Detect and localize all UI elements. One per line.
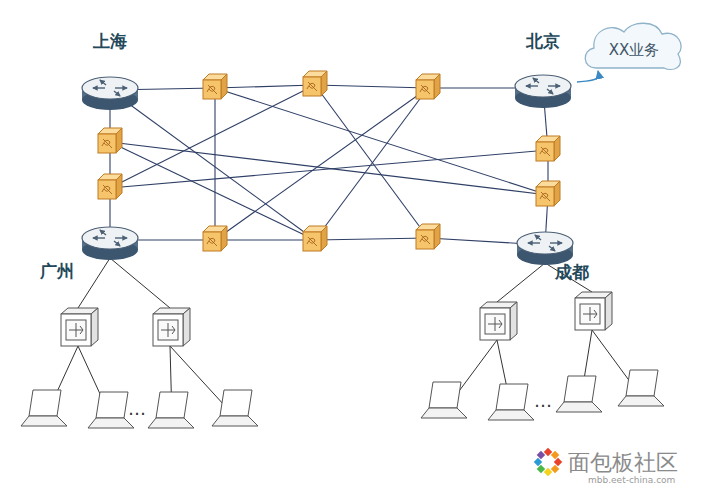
optical-cube bbox=[536, 136, 560, 161]
switch-icon bbox=[61, 308, 98, 346]
link-line bbox=[110, 90, 315, 240]
optical-cube bbox=[203, 226, 227, 251]
laptop-icon bbox=[148, 392, 194, 428]
ellipsis: … bbox=[534, 390, 552, 411]
city-label: 北京 bbox=[526, 30, 560, 53]
router-node: 北京 bbox=[509, 30, 577, 108]
optical-cube bbox=[98, 128, 122, 153]
link-line bbox=[215, 85, 315, 88]
optical-cube bbox=[536, 181, 560, 206]
switch-icon bbox=[575, 292, 612, 330]
logo-dot bbox=[551, 451, 559, 459]
laptop-icon bbox=[88, 392, 134, 428]
service-label: XX业务 bbox=[609, 41, 660, 60]
watermark: 面包板社区 bbox=[568, 448, 678, 478]
link-lines bbox=[110, 85, 548, 245]
laptop-icon bbox=[421, 382, 467, 418]
link-line bbox=[215, 239, 315, 240]
link-line bbox=[315, 88, 428, 240]
optical-cube bbox=[416, 224, 440, 249]
link-line bbox=[110, 150, 548, 188]
laptop-icon bbox=[21, 390, 67, 426]
link-line bbox=[215, 88, 428, 240]
lan-devices bbox=[21, 258, 664, 428]
link-line bbox=[110, 142, 548, 195]
laptop-icon bbox=[556, 376, 602, 412]
switch-icon bbox=[153, 308, 190, 346]
cloud-service: XX业务 bbox=[582, 20, 686, 74]
watermark-logo bbox=[534, 448, 562, 476]
city-label: 上海 bbox=[93, 30, 127, 53]
laptop-icon bbox=[618, 370, 664, 406]
link-line bbox=[315, 85, 428, 88]
watermark-url: mbb.eet-china.com bbox=[588, 475, 675, 485]
optical-cube bbox=[303, 71, 327, 96]
laptop-icon bbox=[212, 390, 258, 426]
lan-line bbox=[110, 258, 170, 308]
link-line bbox=[215, 88, 548, 195]
ellipsis: … bbox=[128, 398, 146, 419]
optical-cube bbox=[98, 174, 122, 199]
optical-nodes bbox=[98, 71, 560, 251]
optical-cube bbox=[203, 74, 227, 99]
optical-cube bbox=[303, 226, 327, 251]
lan-line bbox=[497, 263, 545, 302]
router-node: 上海 bbox=[76, 30, 144, 110]
city-label: 成都 bbox=[555, 261, 589, 284]
laptop-icon bbox=[488, 384, 534, 420]
switch-icon bbox=[480, 302, 517, 340]
link-line bbox=[315, 238, 428, 240]
lan-line bbox=[78, 258, 110, 308]
city-label: 广州 bbox=[40, 260, 74, 283]
service-arrow bbox=[577, 71, 599, 82]
link-line bbox=[214, 88, 215, 240]
link-line bbox=[110, 142, 315, 240]
router-node: 广州 bbox=[40, 222, 140, 284]
optical-cube bbox=[416, 74, 440, 99]
router-node: 成都 bbox=[515, 227, 615, 285]
